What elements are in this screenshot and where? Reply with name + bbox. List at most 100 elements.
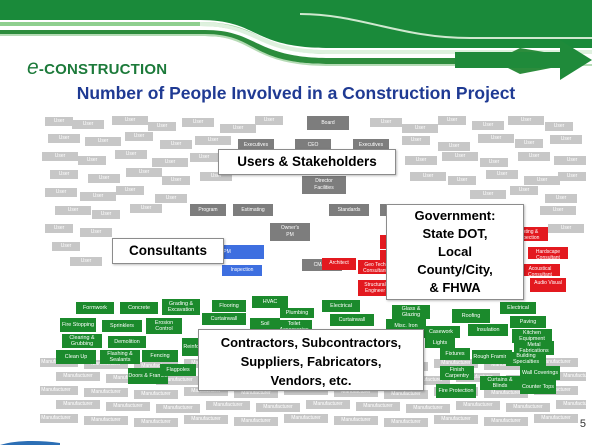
estimating-box: Estimating xyxy=(233,204,273,216)
gray-manufacturer-box: Manufacturer xyxy=(406,376,450,385)
slide-title: Number of People Involved in a Construct… xyxy=(76,83,516,103)
green-contractor-box: Casework xyxy=(422,326,460,338)
red-consultant-box: Structural Engineer xyxy=(358,280,392,296)
gray-manufacturer-box: Manufacturer xyxy=(384,418,428,427)
contractors-line3: Vendors, etc. xyxy=(270,373,352,388)
ceo-box: CEO xyxy=(295,139,331,151)
gray-manufacturer-box: Manufacturer xyxy=(456,373,500,382)
gray-manufacturer-box: Manufacturer xyxy=(384,390,428,399)
red-consultant-box: Hardscape Consultant xyxy=(528,247,568,261)
green-contractor-box: HVAC xyxy=(252,296,288,308)
program-box: Program xyxy=(190,204,226,216)
executives-right-box: Executives xyxy=(353,139,389,151)
owner-line2: PM xyxy=(286,232,294,238)
gray-user-box: User xyxy=(370,118,402,127)
gray-manufacturer-box: Manufacturer xyxy=(356,402,400,411)
header-banner xyxy=(0,0,592,80)
gray-user-box: User xyxy=(80,192,116,201)
green-contractor-box: Demolition xyxy=(108,336,146,348)
gray-manufacturer-box: Manufacturer xyxy=(84,360,128,369)
gray-user-box: User xyxy=(72,120,104,129)
green-contractor-box: Flooring xyxy=(212,300,246,312)
green-contractor-box: Counter Tops xyxy=(520,380,556,394)
green-contractor-box: Fencing xyxy=(142,350,178,362)
gray-user-box: User xyxy=(182,118,214,127)
logo-text: -CONSTRUCTION xyxy=(38,61,168,78)
gray-user-box: User xyxy=(515,139,543,148)
gov-line5: & FHWA xyxy=(429,280,481,295)
gray-user-box: User xyxy=(160,140,192,149)
gray-user-box: User xyxy=(115,150,147,159)
gray-user-box: User xyxy=(42,152,78,161)
gray-manufacturer-box: Manufacturer xyxy=(534,386,578,395)
gray-user-box: User xyxy=(545,122,573,131)
gray-user-box: User xyxy=(92,210,120,219)
green-contractor-box: Fixtures xyxy=(440,348,470,360)
gray-manufacturer-box: Manufacturer xyxy=(184,387,228,396)
gray-user-box: User xyxy=(478,134,514,143)
green-contractor-box: Flashing & Sealants xyxy=(100,350,140,364)
green-contractor-box: Insulation xyxy=(468,324,508,336)
gray-manufacturer-box: Manufacturer xyxy=(256,403,300,412)
green-contractor-box: Fire Stopping xyxy=(60,318,96,332)
green-contractor-box: Roofing xyxy=(452,309,490,323)
gray-user-box: User xyxy=(255,116,283,125)
green-contractor-box: Wall Coverings xyxy=(520,366,560,380)
owner-line1: Owner's xyxy=(280,225,300,231)
green-contractor-box: Concrete xyxy=(120,302,158,314)
green-contractor-box: Sprinklers xyxy=(102,320,142,332)
red-consultant-box: Geo Tech Consultant xyxy=(358,260,392,274)
gray-user-box: User xyxy=(402,136,430,145)
green-contractor-box: Formwork xyxy=(76,302,114,314)
gray-manufacturer-box: Manufacturer xyxy=(334,416,378,425)
gray-manufacturer-box: Manufacturer xyxy=(556,400,586,409)
gray-manufacturer-box: Manufacturer xyxy=(84,416,128,425)
gray-manufacturer-box: Manufacturer xyxy=(334,388,378,397)
gray-user-box: User xyxy=(45,117,73,126)
inspection-box: Inspection xyxy=(222,265,262,276)
gray-manufacturer-box: Manufacturer xyxy=(484,417,528,426)
gray-manufacturer-box: Manufacturer xyxy=(556,372,586,381)
gray-user-box: User xyxy=(480,158,508,167)
gray-user-box: User xyxy=(510,186,538,195)
gray-user-box: User xyxy=(190,153,218,162)
gray-manufacturer-box: Manufacturer xyxy=(434,359,478,368)
green-contractor-box: Soil xyxy=(250,318,280,330)
gray-manufacturer-box: Manufacturer xyxy=(456,401,500,410)
gray-user-box: User xyxy=(112,116,148,125)
gray-manufacturer-box: Manufacturer xyxy=(506,403,550,412)
green-contractor-box: Clean Up xyxy=(56,350,96,364)
gov-line2: State DOT, xyxy=(422,226,488,241)
gray-manufacturer-box: Manufacturer xyxy=(534,358,578,367)
green-contractor-box: Curtainwall xyxy=(202,313,246,325)
green-contractor-box: Doors & Frames xyxy=(128,368,168,384)
users-stakeholders-callout: Users & Stakeholders xyxy=(218,149,396,175)
gray-user-box: User xyxy=(125,132,153,141)
red-consultant-box: Architect xyxy=(322,258,356,270)
gray-manufacturer-box: Manufacturer xyxy=(234,417,278,426)
green-contractor-box: Rough Framing xyxy=(472,350,512,364)
gray-manufacturer-box: Manufacturer xyxy=(134,362,178,371)
logo-e: e xyxy=(27,56,39,79)
gray-user-box: User xyxy=(88,174,120,183)
gray-user-box: User xyxy=(45,188,77,197)
gray-user-box: User xyxy=(545,194,577,203)
gray-user-box: User xyxy=(52,242,80,251)
gray-manufacturer-box: Manufacturer xyxy=(134,390,178,399)
gray-manufacturer-box: Manufacturer xyxy=(406,404,450,413)
gray-user-box: User xyxy=(48,134,80,143)
green-contractor-box: Electrical xyxy=(322,300,360,312)
e-construction-logo: e-CONSTRUCTION xyxy=(27,56,167,80)
green-contractor-box: Flagpoles xyxy=(160,364,196,376)
gray-user-box: User xyxy=(162,176,190,185)
gray-user-box: User xyxy=(220,124,256,133)
green-contractor-box: Finish Carpentry xyxy=(440,366,474,380)
gray-manufacturer-box: Manufacturer xyxy=(234,389,278,398)
gray-user-box: User xyxy=(55,206,91,215)
gray-manufacturer-box: Manufacturer xyxy=(40,414,78,423)
gray-user-box: User xyxy=(486,170,518,179)
gray-manufacturer-box: Manufacturer xyxy=(306,400,350,409)
gray-user-box: User xyxy=(540,206,576,215)
